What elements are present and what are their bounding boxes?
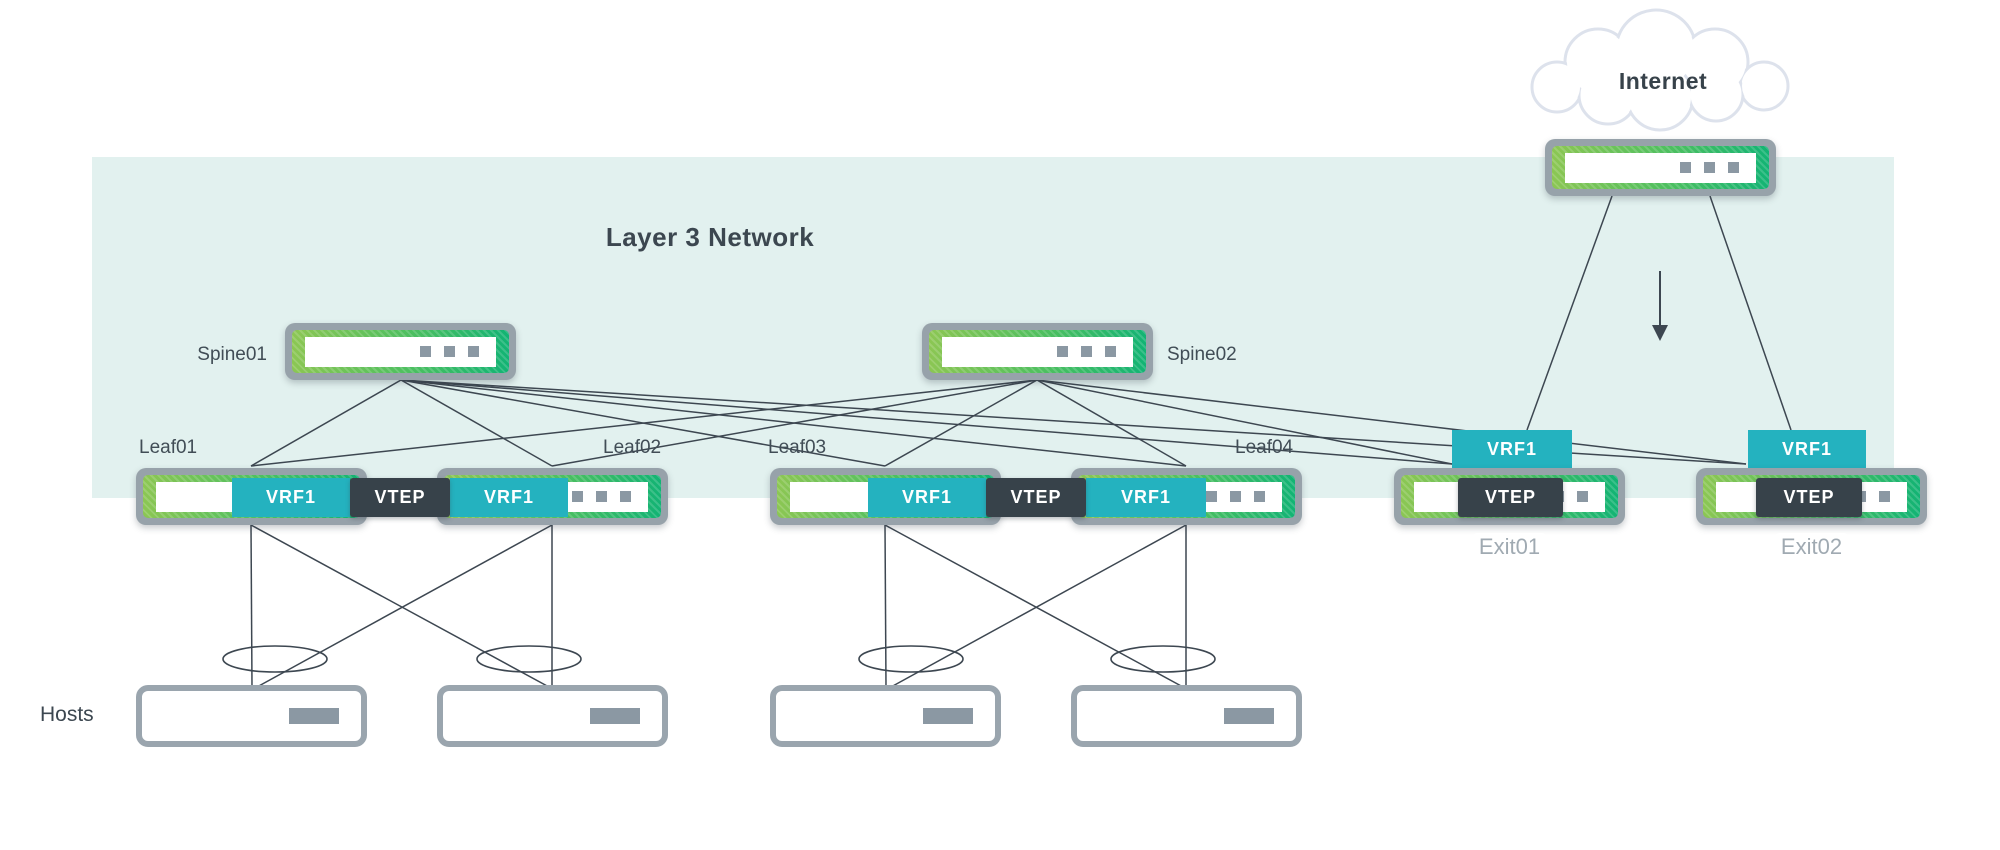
leaf01-label: Leaf01 [139,437,198,458]
leaf04-vrf1-badge: VRF1 [1086,478,1206,517]
port-dot-icon [1728,162,1739,173]
port-dot-icon [596,491,607,502]
layer3-network-label: Layer 3 Network [605,222,815,252]
port-dot-icon [1879,491,1890,502]
port-dot-icon [444,346,455,357]
internet-label: Internet [1618,68,1708,94]
switch-faceplate [929,330,1146,373]
bond-ellipses [222,645,1216,673]
leaf03-leaf04-vtep-badge: VTEP [986,478,1086,517]
host-1 [136,685,367,747]
host-drive-slot [289,708,339,724]
switch-faceplate [292,330,509,373]
internet-edge-switch [1545,139,1776,196]
spine01-label: Spine01 [197,344,267,365]
leaf02-vrf1-badge: VRF1 [450,478,568,517]
port-dot-icon [620,491,631,502]
port-dot-icon [468,346,479,357]
port-dot-icon [1230,491,1241,502]
exit01-vtep-badge: VTEP [1458,478,1563,517]
port-dot-icon [1206,491,1217,502]
port-dot-icon [1105,346,1116,357]
port-dot-icon [1057,346,1068,357]
port-dot-icon [1254,491,1265,502]
host-drive-slot [1224,708,1274,724]
port-dot-icon [1680,162,1691,173]
exit01-vrf1-badge: VRF1 [1452,430,1572,469]
leaf01-vrf1-badge: VRF1 [232,478,350,517]
host-drive-slot [923,708,973,724]
leaf01-leaf02-vtep-badge: VTEP [350,478,450,517]
switch-port-bar [1565,152,1756,183]
exit01-label: Exit01 [1394,533,1625,563]
hosts-label: Hosts [40,703,94,726]
port-dot-icon [420,346,431,357]
host-links [250,524,1187,688]
internet-cloud-icon [1530,8,1790,132]
leaf03-vrf1-badge: VRF1 [868,478,986,517]
port-dot-icon [1081,346,1092,357]
port-dot-icon [1577,491,1588,502]
exit02-vrf1-badge: VRF1 [1748,430,1866,469]
fabric-links [250,379,1747,467]
spine02-switch [922,323,1153,380]
switch-port-bar [305,336,496,367]
switch-port-bar [942,336,1133,367]
internet-links [1526,195,1792,431]
leaf04-label: Leaf04 [1235,437,1294,458]
exit02-vtep-badge: VTEP [1756,478,1862,517]
port-dot-icon [1704,162,1715,173]
leaf02-label: Leaf02 [603,437,662,458]
host-drive-slot [590,708,640,724]
exit02-label: Exit02 [1696,533,1927,563]
host-3 [770,685,1001,747]
traffic-direction-arrow [1652,271,1668,341]
spine02-label: Spine02 [1167,344,1237,365]
switch-faceplate [1552,146,1769,189]
spine01-switch [285,323,516,380]
port-dot-icon [572,491,583,502]
host-4 [1071,685,1302,747]
host-2 [437,685,668,747]
leaf03-label: Leaf03 [768,437,827,458]
